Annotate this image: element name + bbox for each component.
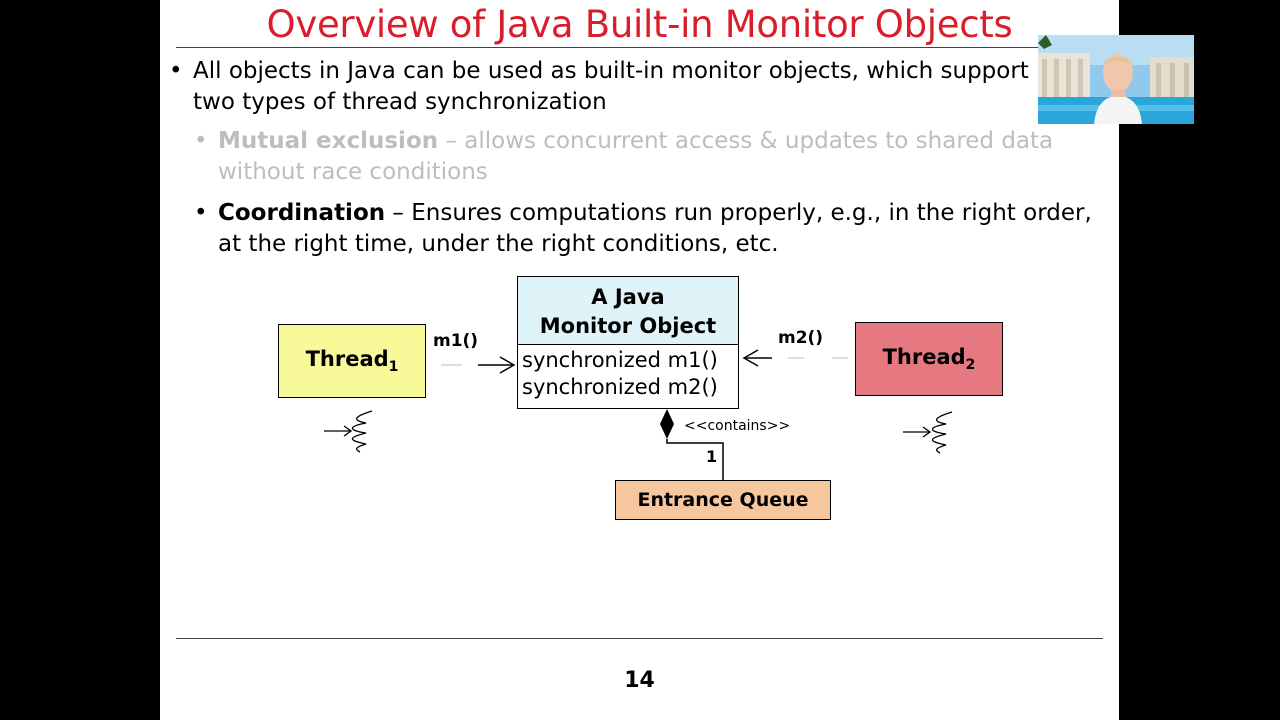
bullet-1-text: All objects in Java can be used as built… <box>193 58 1029 115</box>
thread1-squiggle-icon <box>324 410 373 453</box>
bullet-3-text: – Ensures computations run properly, e.g… <box>218 200 1092 257</box>
m2-arrowhead-icon <box>742 349 759 367</box>
entrance-queue-label: Entrance Queue <box>637 489 809 511</box>
thread2-squiggle-icon <box>903 411 953 454</box>
bullet-2: • Mutual exclusion – allows concurrent a… <box>194 126 1098 188</box>
page-number: 14 <box>624 668 655 693</box>
m1-arrowhead-icon <box>499 356 516 374</box>
m2-call-label: m2() <box>778 328 824 348</box>
diagram-connectors <box>324 349 953 480</box>
slide-title: Overview of Java Built-in Monitor Object… <box>266 3 1013 46</box>
footer-divider <box>176 638 1103 639</box>
monitor-method-1: synchronized m1() <box>522 348 718 372</box>
monitor-methods: synchronized m1() synchronized m2() <box>518 345 738 401</box>
bullet-dot-icon: • <box>169 58 183 84</box>
bullet-1: • All objects in Java can be used as bui… <box>169 56 1073 118</box>
contains-label: <<contains>> <box>684 418 791 434</box>
entrance-queue-box: Entrance Queue <box>615 480 831 520</box>
bullet-2-text: – allows concurrent access & updates to … <box>218 128 1054 185</box>
m1-call-label: m1() <box>433 331 479 351</box>
bullet-dot-icon: • <box>194 128 208 154</box>
thread-1-box: Thread1 <box>278 324 426 398</box>
bullet-dot-icon: • <box>194 200 208 226</box>
multiplicity-label: 1 <box>706 447 718 466</box>
monitor-object-header: A Java Monitor Object <box>518 277 738 345</box>
monitor-title-line2: Monitor Object <box>539 314 717 338</box>
slide: Overview of Java Built-in Monitor Object… <box>160 0 1119 720</box>
bullet-3: • Coordination – Ensures computations ru… <box>194 198 1118 260</box>
composition-line <box>666 439 724 480</box>
bullet-3-label: Coordination <box>218 200 386 226</box>
title-divider <box>176 47 1104 48</box>
monitor-method-2: synchronized m2() <box>522 375 718 399</box>
composition-diamond-icon <box>660 409 674 439</box>
presenter-webcam-icon <box>1038 35 1194 124</box>
thread-1-label: Thread1 <box>305 347 399 375</box>
bullet-2-label: Mutual exclusion <box>218 128 439 154</box>
thread-2-label: Thread2 <box>882 345 976 373</box>
thread-2-box: Thread2 <box>855 322 1003 396</box>
monitor-title-line1: A Java <box>591 285 665 309</box>
monitor-object-box: A Java Monitor Object synchronized m1() … <box>517 276 739 409</box>
